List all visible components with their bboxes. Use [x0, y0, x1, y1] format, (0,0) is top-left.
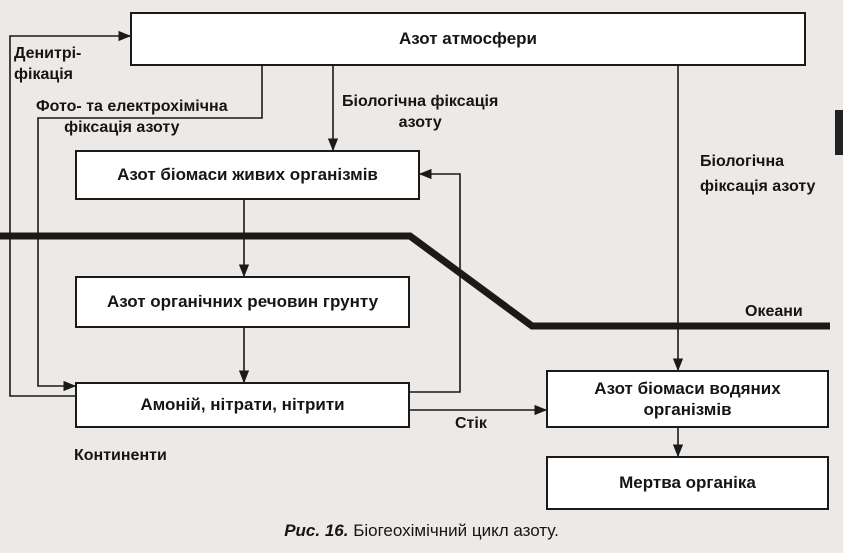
atmosphere-box: Азот атмосфери — [130, 12, 806, 66]
bio-fixation-ocean-label-1: Біологічна — [700, 153, 785, 170]
denitrification-arrow — [9, 30, 132, 397]
soil-organic-label: Азот органічних речовин грунту — [106, 292, 379, 312]
dead-organic-label: Мертва органіка — [619, 473, 756, 493]
denitrification-label: Денитрі- фікація — [14, 44, 81, 86]
soil-organic-box: Азот органічних речовин грунту — [75, 276, 410, 328]
figure-caption-text: Біогеохімічний цикл азоту. — [353, 521, 559, 540]
bio-fixation-ocean-label: Біологічна фіксація азоту — [700, 152, 815, 198]
uptake-arrow — [410, 168, 461, 393]
denitrification-label-2: фікація — [14, 65, 73, 83]
land-ocean-boundary — [0, 232, 830, 330]
aquatic-biomass-box: Азот біомаси водяних організмів — [546, 370, 829, 428]
figure-number: Рис. 16. — [284, 521, 349, 540]
bio-fixation-land-label-2: азоту — [398, 113, 442, 131]
dead-organic-box: Мертва органіка — [546, 456, 829, 510]
page-edge-tab — [835, 110, 843, 155]
denitrification-label-1: Денитрі- — [14, 45, 82, 62]
bio-fixation-land-label: Біологічна фіксація азоту — [342, 92, 498, 134]
aquatic-biomass-label-2: організмів — [643, 400, 732, 419]
living-biomass-label: Азот біомаси живих організмів — [117, 165, 378, 185]
ammonium-label: Амоній, нітрати, нітрити — [140, 395, 345, 415]
figure-caption: Рис. 16. Біогеохімічний цикл азоту. — [0, 521, 843, 541]
living-biomass-box: Азот біомаси живих організмів — [75, 150, 420, 200]
photo-fixation-arrow — [37, 66, 263, 392]
bio-fixation-ocean-label-2: фіксація азоту — [700, 177, 816, 195]
photo-fixation-label-1: Фото- та електрохімічна — [36, 98, 228, 115]
oceans-label: Океани — [745, 303, 803, 320]
atmosphere-label: Азот атмосфери — [398, 29, 537, 49]
aquatic-biomass-label-1: Азот біомаси водяних — [594, 378, 781, 398]
photo-fixation-label: Фото- та електрохімічна фіксація азоту — [36, 97, 228, 139]
runoff-label: Стік — [455, 415, 487, 432]
bio-fixation-land-label-1: Біологічна фіксація — [342, 93, 499, 110]
continents-label: Континенти — [74, 447, 167, 464]
ammonium-box: Амоній, нітрати, нітрити — [75, 382, 410, 428]
photo-fixation-label-2: фіксація азоту — [64, 118, 180, 136]
